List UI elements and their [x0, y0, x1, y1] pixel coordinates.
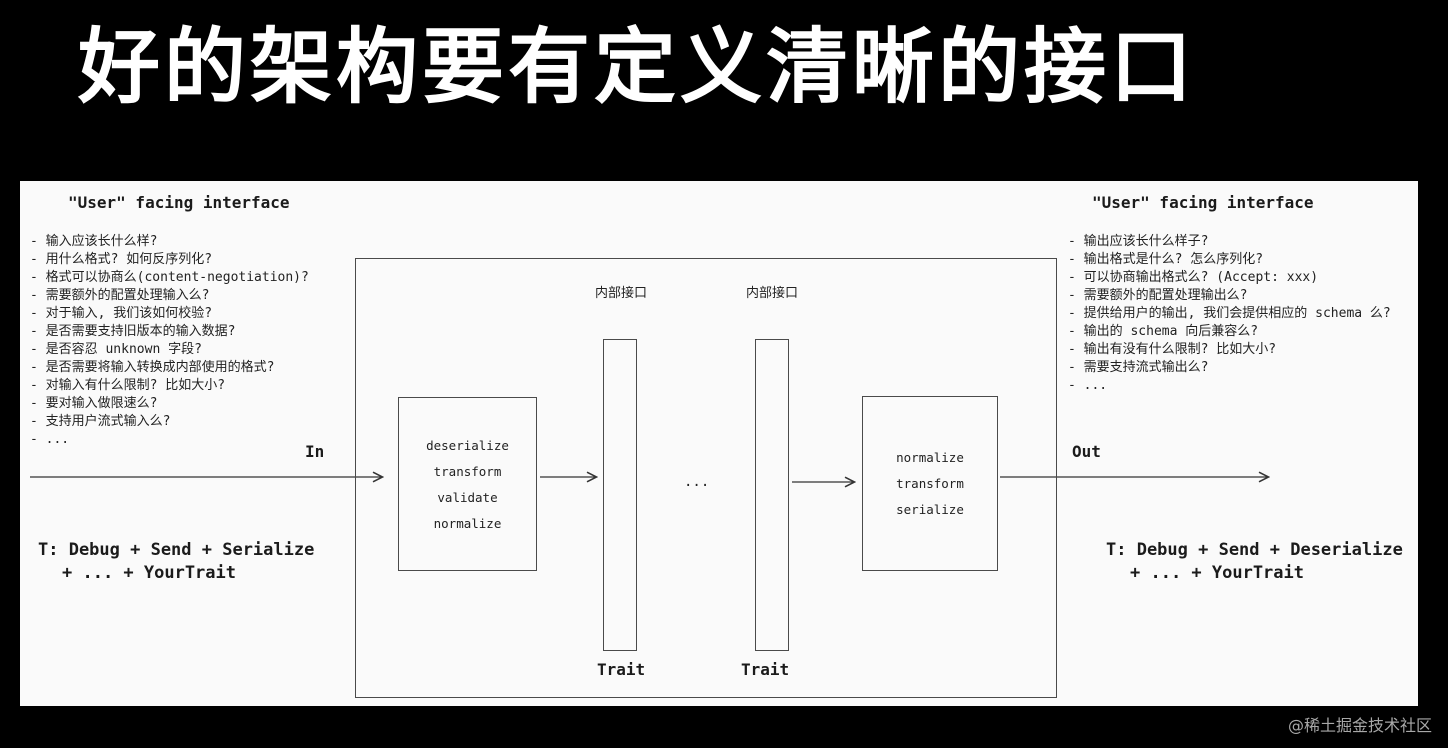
- trait-label-1: Trait: [597, 660, 646, 679]
- out-label: Out: [1072, 442, 1101, 461]
- trait-bar-2: [755, 339, 789, 651]
- left-trait-bounds: T: Debug + Send + Serialize + ... + Your…: [38, 539, 314, 585]
- list-item: - 要对输入做限速么?: [30, 396, 158, 411]
- list-item: - 需要支持流式输出么?: [1068, 360, 1209, 375]
- internal-interface-label-1: 内部接口: [595, 286, 648, 301]
- stage-step: transform: [433, 463, 502, 479]
- slide-title: 好的架构要有定义清晰的接口: [78, 20, 1197, 115]
- right-trait-bounds: T: Debug + Send + Deserialize + ... + Yo…: [1106, 539, 1403, 585]
- list-item: - 对于输入, 我们该如何校验?: [30, 306, 213, 321]
- stage-step: normalize: [896, 450, 964, 465]
- stage-step: deserialize: [426, 437, 509, 453]
- list-item: - 输出有没有什么限制? 比如大小?: [1068, 342, 1277, 357]
- list-item: - 输入应该长什么样?: [30, 234, 158, 249]
- output-stage-box: normalize transform serialize: [862, 396, 998, 571]
- list-item: - 输出的 schema 向后兼容么?: [1068, 324, 1259, 339]
- trait-bound-line: + ... + YourTrait: [1130, 563, 1304, 583]
- stage-step: validate: [437, 489, 498, 505]
- pipeline-ellipsis: ...: [684, 474, 710, 490]
- list-item: - 需要额外的配置处理输入么?: [30, 288, 210, 303]
- in-label: In: [305, 442, 325, 461]
- list-item: - 对输入有什么限制? 比如大小?: [30, 378, 226, 393]
- stage-step: serialize: [896, 502, 964, 517]
- stage-step: transform: [896, 476, 964, 491]
- list-item: - 格式可以协商么(content-negotiation)?: [30, 270, 309, 285]
- stage-step: normalize: [433, 515, 502, 531]
- list-item: - 是否需要支持旧版本的输入数据?: [30, 324, 236, 339]
- list-item: - 可以协商输出格式么? (Accept: xxx): [1068, 270, 1319, 285]
- list-item: - 是否需要将输入转换成内部使用的格式?: [30, 360, 275, 375]
- left-interface-header: "User" facing interface: [68, 193, 290, 212]
- trait-bound-line: T: Debug + Send + Serialize: [38, 540, 315, 560]
- list-item: - 输出格式是什么? 怎么序列化?: [1068, 252, 1264, 267]
- right-question-list: - 输出应该长什么样子? - 输出格式是什么? 怎么序列化? - 可以协商输出格…: [1068, 233, 1418, 395]
- list-item: - 支持用户流式输入么?: [30, 414, 171, 429]
- left-question-list: - 输入应该长什么样? - 用什么格式? 如何反序列化? - 格式可以协商么(c…: [30, 233, 365, 449]
- trait-label-2: Trait: [741, 660, 790, 679]
- list-item: - 是否容忍 unknown 字段?: [30, 342, 202, 357]
- trait-bound-line: + ... + YourTrait: [62, 563, 236, 583]
- list-item: - 需要额外的配置处理输出么?: [1068, 288, 1248, 303]
- input-stage-box: deserialize transform validate normalize: [398, 397, 537, 571]
- list-item: - ...: [1068, 378, 1108, 393]
- trait-bar-1: [603, 339, 637, 651]
- list-item: - ...: [30, 432, 70, 447]
- internal-interface-label-2: 内部接口: [746, 286, 799, 301]
- right-interface-header: "User" facing interface: [1092, 193, 1314, 212]
- watermark: @稀土掘金技术社区: [1287, 716, 1432, 735]
- diagram-panel: "User" facing interface - 输入应该长什么样? - 用什…: [20, 181, 1418, 706]
- pipeline-outer-box: [355, 258, 1057, 698]
- list-item: - 提供给用户的输出, 我们会提供相应的 schema 么?: [1068, 306, 1391, 321]
- trait-bound-line: T: Debug + Send + Deserialize: [1106, 540, 1403, 560]
- list-item: - 用什么格式? 如何反序列化?: [30, 252, 213, 267]
- list-item: - 输出应该长什么样子?: [1068, 234, 1209, 249]
